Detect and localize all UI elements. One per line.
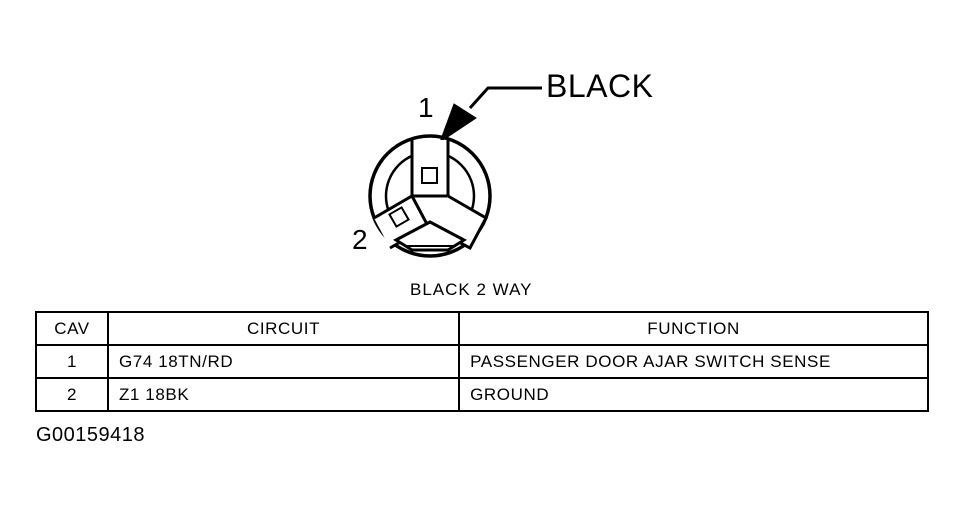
table-header-row: CAV CIRCUIT FUNCTION <box>35 311 929 346</box>
header-cav: CAV <box>35 311 109 346</box>
cavity-table: CAV CIRCUIT FUNCTION 1 G74 18TN/RD PASSE… <box>35 311 929 412</box>
connector-color-callout: BLACK <box>546 68 654 104</box>
table-row: 1 G74 18TN/RD PASSENGER DOOR AJAR SWITCH… <box>35 344 929 379</box>
connector-face-drawing <box>368 86 542 258</box>
connector-name: BLACK 2 WAY <box>410 280 533 299</box>
callout-leader-line <box>468 86 542 110</box>
cell-circuit: G74 18TN/RD <box>106 344 461 379</box>
cell-function: PASSENGER DOOR AJAR SWITCH SENSE <box>458 344 929 379</box>
cell-function: GROUND <box>458 377 929 412</box>
header-function: FUNCTION <box>458 311 929 346</box>
cell-circuit: Z1 18BK <box>106 377 461 412</box>
callout-arrowhead <box>439 103 477 144</box>
header-circuit: CIRCUIT <box>106 311 461 346</box>
figure-id: G00159418 <box>36 424 146 446</box>
cavity-2-terminal <box>388 206 410 228</box>
pin-2-label: 2 <box>352 224 368 255</box>
table-row: 2 Z1 18BK GROUND <box>35 377 929 412</box>
connector-outer-ring <box>368 134 492 258</box>
connector-diagram: BLACK 1 2 BLACK 2 WAY <box>352 68 654 299</box>
pin-1-label: 1 <box>418 92 434 123</box>
cell-cav: 1 <box>35 344 109 379</box>
cavity-1-terminal <box>421 167 438 184</box>
cell-cav: 2 <box>35 377 109 412</box>
